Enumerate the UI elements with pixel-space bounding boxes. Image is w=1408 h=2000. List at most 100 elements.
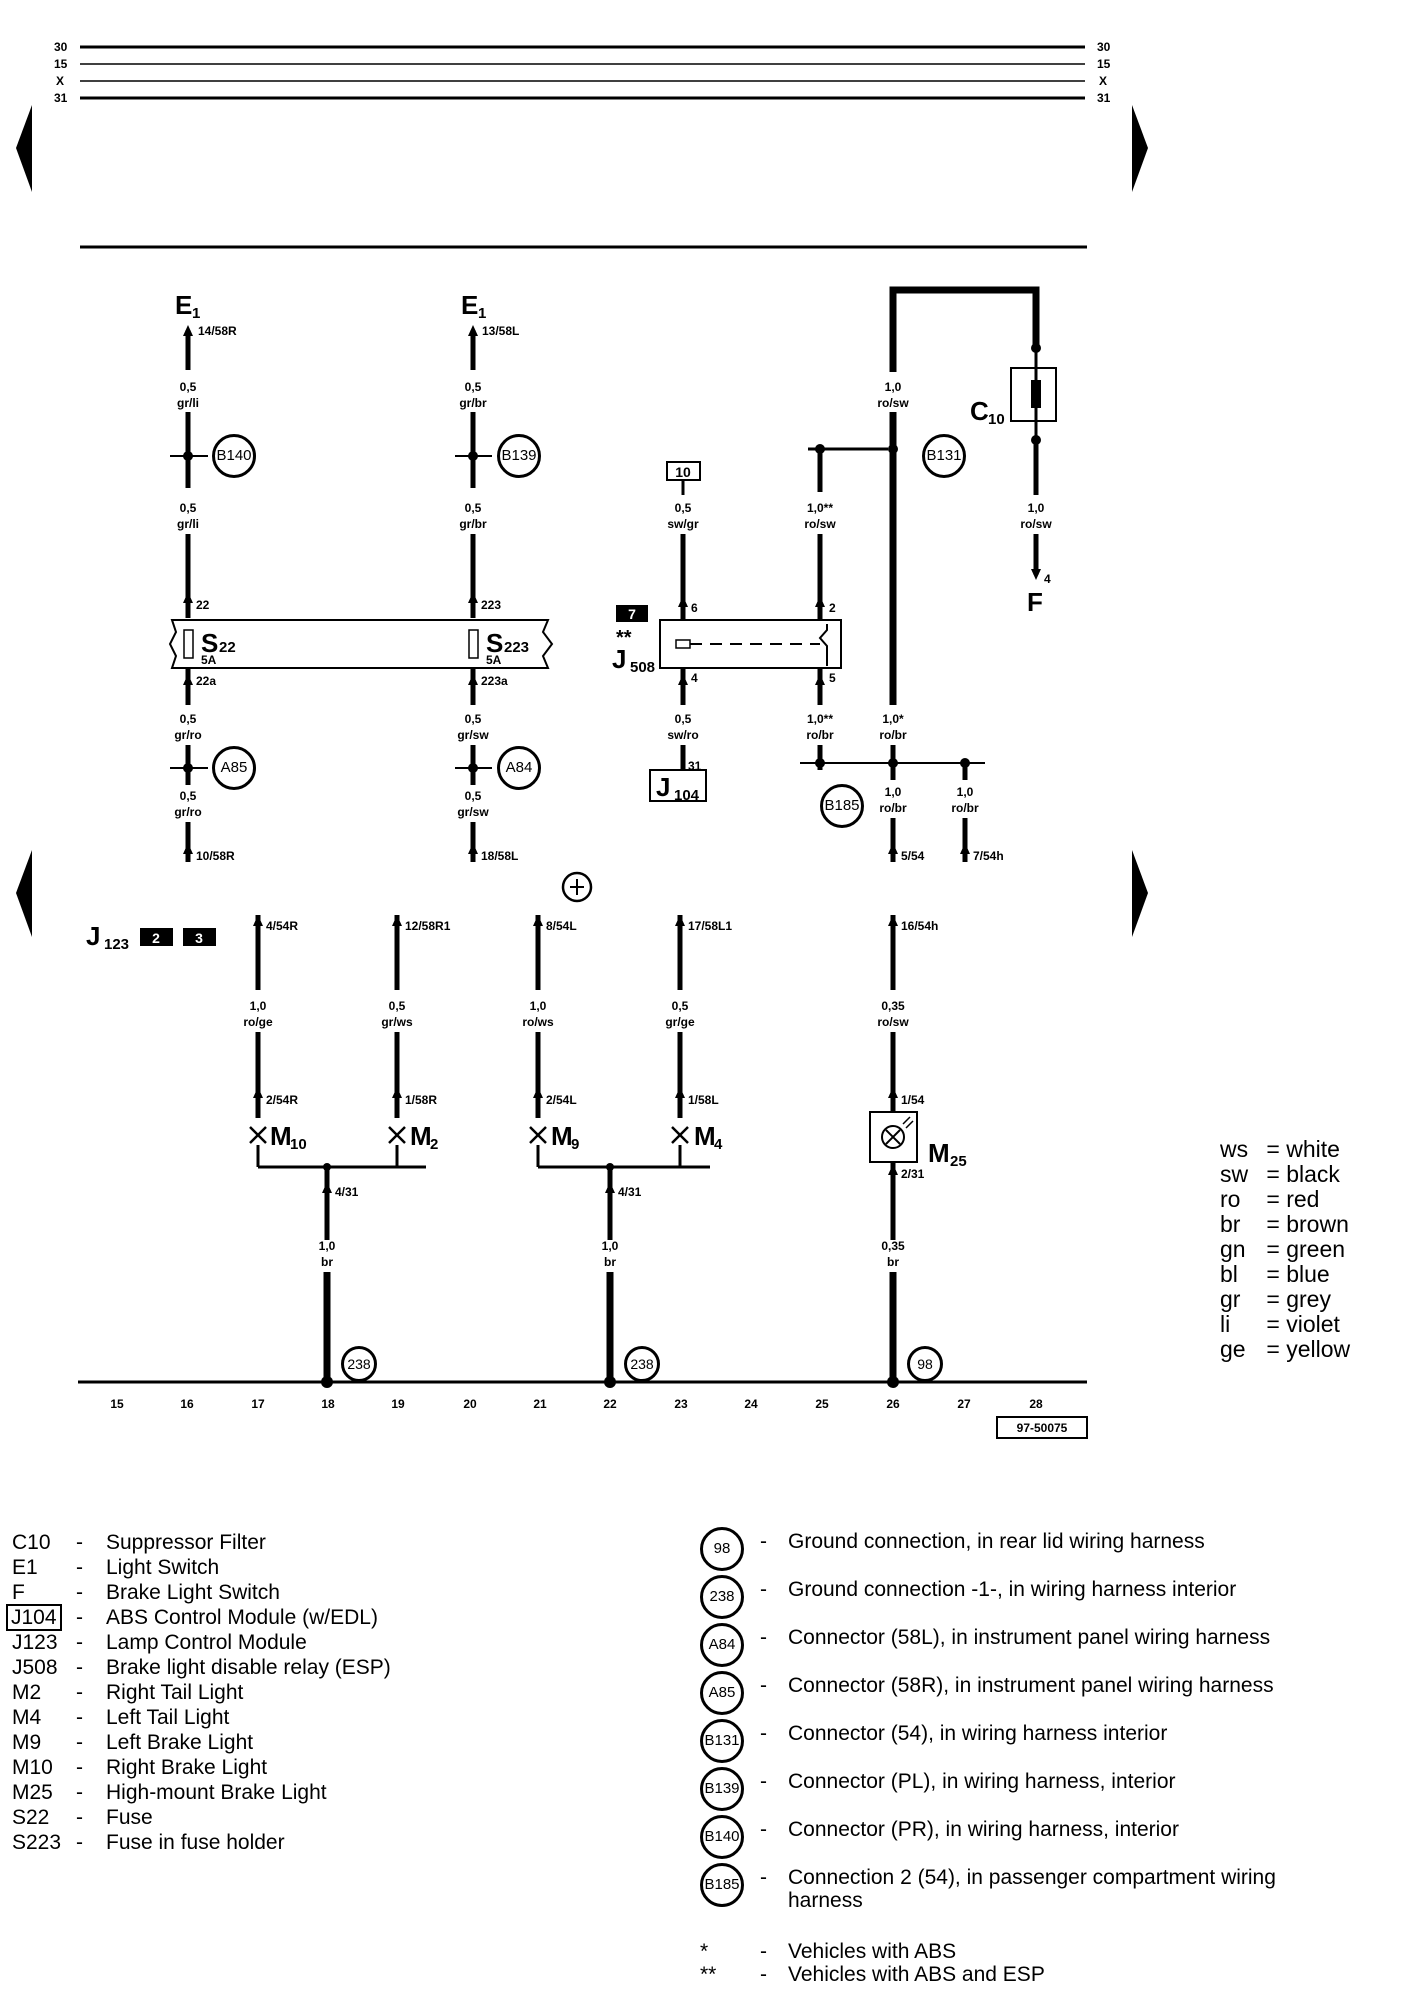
footnote-desc: Vehicles with ABS and ESP: [788, 1963, 1045, 1986]
s22-pin-out: 22a: [196, 674, 216, 688]
legend-item: M4-Left Tail Light: [12, 1706, 229, 1730]
s223-rating: 5A: [486, 653, 502, 667]
track-numbers: 15 16 17 18 19 20 21 22 23 24 25 26 27 2…: [110, 1397, 1043, 1411]
legend-dash: -: [760, 1626, 767, 1649]
l4-color: gr/ge: [665, 1015, 695, 1029]
legend-code: E1: [12, 1556, 38, 1579]
legend-item: M10-Right Brake Light: [12, 1756, 267, 1780]
l2-size: 0,5: [389, 999, 406, 1013]
m25-pin-top: 1/54: [901, 1093, 925, 1107]
j508-ref: 7: [628, 606, 636, 622]
legend-tag-238: 238: [700, 1575, 744, 1619]
legend-item: -Connector (PR), in wiring harness, inte…: [760, 1818, 1179, 1842]
legend-item: -Connector (54), in wiring harness inter…: [760, 1722, 1167, 1746]
w4-bot-size: 1,0**: [807, 712, 833, 726]
ground-238-tag-left: 238: [341, 1346, 377, 1382]
color-code: br: [1220, 1211, 1241, 1237]
legend-code: M25: [12, 1781, 53, 1804]
c10-name: C: [970, 396, 989, 426]
l2-pin: 12/58R1: [405, 919, 451, 933]
legend-dash: -: [760, 1818, 767, 1841]
legend-desc: Connector (58L), in instrument panel wir…: [788, 1626, 1271, 1649]
color-name: violet: [1286, 1311, 1340, 1337]
prev-page-arrow-top[interactable]: [16, 105, 32, 192]
fuse-holder: S 22 5A S 223 5A: [168, 619, 554, 669]
next-page-arrow-top[interactable]: [1132, 105, 1148, 192]
footnote-mark: **: [700, 1963, 717, 1986]
legend-desc: Suppressor Filter: [106, 1531, 266, 1554]
legend-dash: -: [760, 1578, 767, 1601]
m4-pin: 1/58L: [688, 1093, 719, 1107]
legend-item: M9-Left Brake Light: [12, 1731, 253, 1755]
circuit-m25: 16/54h 0,35 ro/sw 1/54 M 25 2/31 0,35 br: [869, 915, 967, 1388]
m2-pin: 1/58R: [405, 1093, 437, 1107]
legend-item: M25-High-mount Brake Light: [12, 1781, 327, 1805]
bus-label-30: 30: [54, 40, 68, 54]
l5-color: ro/sw: [877, 1015, 909, 1029]
track-20: 20: [463, 1397, 477, 1411]
ground-98-tag: 98: [907, 1346, 943, 1382]
m25-pin-bottom: 2/31: [901, 1167, 925, 1181]
l1-pin: 4/54R: [266, 919, 298, 933]
l5-size: 0,35: [881, 999, 905, 1013]
w1-top-size: 0,5: [180, 380, 197, 394]
color-code: ws: [1220, 1136, 1249, 1162]
e1-b-label: E: [461, 290, 478, 320]
f-name: F: [1027, 587, 1043, 617]
track-21: 21: [533, 1397, 547, 1411]
j508-marker: **: [616, 627, 632, 649]
legend-desc: Connector (PL), in wiring harness, inter…: [788, 1770, 1176, 1793]
g2-color: br: [604, 1255, 616, 1269]
legend-code: M10: [12, 1756, 53, 1779]
j508-pin-6: 6: [691, 601, 698, 615]
legend-dash: -: [76, 1781, 83, 1804]
legend-code: M2: [12, 1681, 42, 1704]
color-code: ro: [1220, 1186, 1241, 1212]
legend-dash: -: [760, 1866, 767, 1889]
legend-code: F: [12, 1581, 25, 1604]
bus-label-15-right: 15: [1097, 57, 1111, 71]
color-key-row: ro = red: [1220, 1186, 1320, 1212]
m25-name: M: [928, 1138, 950, 1168]
color-name: grey: [1286, 1286, 1331, 1312]
prev-page-arrow-bottom[interactable]: [16, 850, 32, 937]
m9-bulb-icon: [529, 1126, 547, 1144]
ground-238-tag-right: 238: [624, 1346, 660, 1382]
legend-item: J508-Brake light disable relay (ESP): [12, 1656, 391, 1680]
color-name: white: [1286, 1136, 1340, 1162]
color-code: sw: [1220, 1161, 1249, 1187]
j123-ref-3: 3: [195, 930, 203, 946]
w1-low-color: gr/ro: [174, 805, 201, 819]
legend-code: C10: [12, 1531, 51, 1554]
legend-item: -Ground connection -1-, in wiring harnes…: [760, 1578, 1236, 1602]
track-25: 25: [815, 1397, 829, 1411]
lamp-control-label: J 123 2 3: [86, 921, 216, 953]
bus-label-x-right: X: [1099, 74, 1107, 88]
w4-top-size: 1,0**: [807, 501, 833, 515]
l4-pin: 17/58L1: [688, 919, 732, 933]
m9-name: M: [551, 1121, 573, 1151]
fuse-s22-icon: [183, 629, 194, 659]
color-code: li: [1220, 1311, 1231, 1337]
m9-sub: 9: [571, 1136, 579, 1153]
legend-dash: -: [76, 1706, 83, 1729]
next-page-arrow-bottom[interactable]: [1132, 850, 1148, 937]
l3-pin: 8/54L: [546, 919, 577, 933]
legend-dash: -: [76, 1531, 83, 1554]
diagram-code: 97-50075: [1017, 1421, 1068, 1435]
legend-dash: -: [76, 1556, 83, 1579]
j123-name: J: [86, 921, 100, 951]
bus-label-30-right: 30: [1097, 40, 1111, 54]
e1-a-pin: 14/58R: [198, 324, 237, 338]
legend-tag-b140: B140: [700, 1815, 744, 1859]
w2-top-size: 0,5: [465, 380, 482, 394]
connector-b185-tag: B185: [820, 784, 864, 828]
footnote-desc: Vehicles with ABS: [788, 1940, 957, 1963]
track-27: 27: [957, 1397, 971, 1411]
m10-name: M: [270, 1121, 292, 1151]
circuit-j508: 10 0,5 sw/gr 6 7 ** J 508 4 0,5 sw/ro J …: [612, 461, 842, 804]
track-23: 23: [674, 1397, 688, 1411]
bus-label-31: 31: [54, 91, 68, 105]
g1-color: br: [321, 1255, 333, 1269]
